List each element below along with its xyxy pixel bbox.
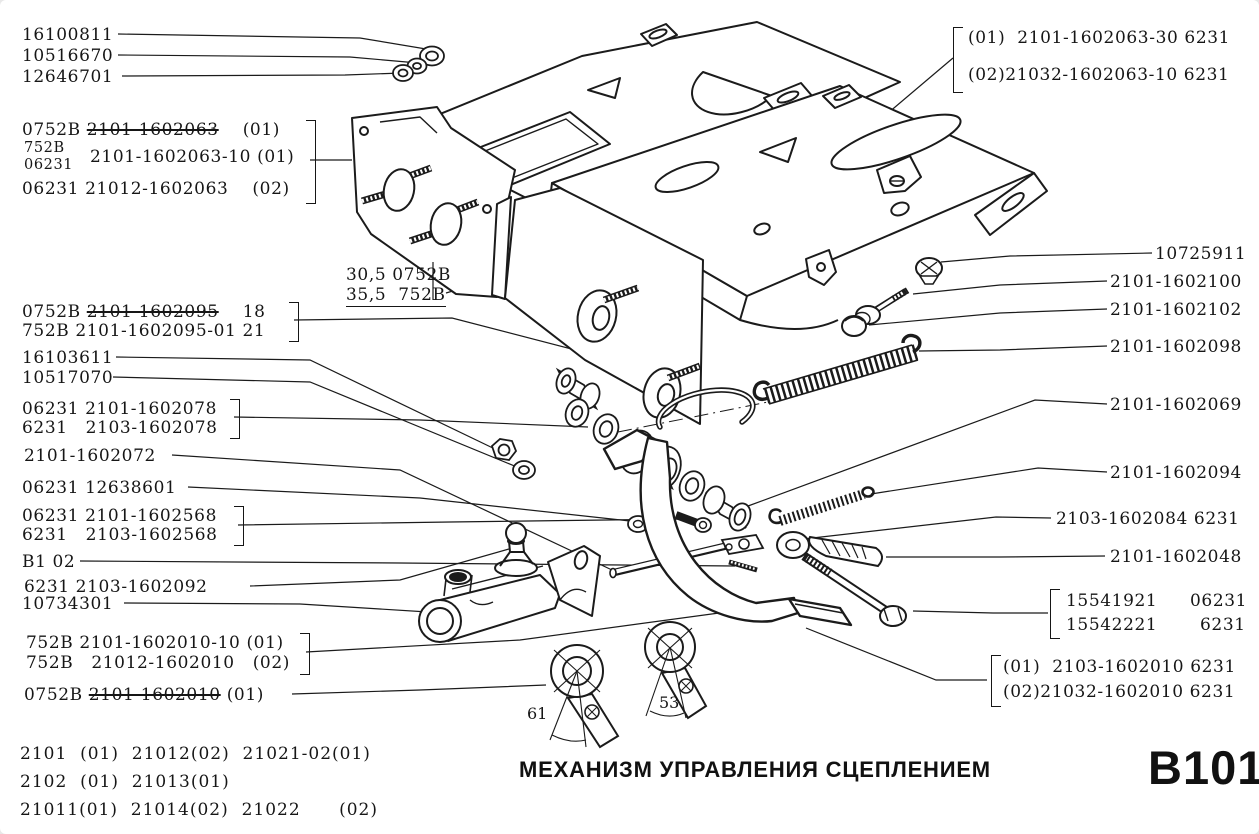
callout-bushing-078-row2: 6231 2103-1602078 <box>22 418 218 438</box>
callout-tr063-row1: (01) 2101-1602063-30 6231 <box>968 28 1231 48</box>
callout-stud-1602092: 6231 2103-1602092 <box>24 577 208 597</box>
group-bracket-568 <box>234 506 244 546</box>
callout-15541921-code: 06231 <box>1190 591 1248 611</box>
applicability-row-3: 21011(01) 21014(02) 21022 (02) <box>20 800 378 820</box>
pushrod-and-link-drawing <box>609 511 765 579</box>
callout-bracket-063-pre-a: 752B <box>24 140 65 156</box>
callout-15541921: 15541921 <box>1066 591 1158 611</box>
callout-tr010-row2: (02)21032-1602010 6231 <box>1003 682 1236 702</box>
eye-end-detail-drawings <box>549 621 708 749</box>
dimension-30-5: 30,5 0752B <box>346 265 452 285</box>
callout-spring-1602094: 2101-1602094 <box>1110 463 1242 483</box>
pedal-pad-and-axle-drawing <box>776 531 907 627</box>
callout-bushing-078-row1: 06231 2101-1602078 <box>22 399 218 419</box>
callout-rod-1602072: 2101-1602072 <box>24 446 156 466</box>
angle-label-53: 53 <box>659 693 680 712</box>
callout-sleeve-095-row1: 0752B 2101-1602095 18 <box>22 302 266 322</box>
callout-mark-b102: B1 02 <box>22 552 76 572</box>
callout-bracket-063-pre-b: 06231 <box>24 157 74 173</box>
callout-pedal-010-row1: 752B 2101-1602010-10 (01) <box>26 633 284 653</box>
group-bracket-010 <box>300 633 310 675</box>
group-bracket-078 <box>230 399 240 439</box>
callout-washer-1602084: 2103-1602084 6231 <box>1056 509 1240 529</box>
callout-cap-1602102: 2101-1602102 <box>1110 300 1242 320</box>
callout-tr063-row2: (02)21032-1602063-10 6231 <box>968 65 1230 85</box>
callout-pedal-010-row2: 752B 21012-1602010 (02) <box>26 653 290 673</box>
angle-label-61: 61 <box>527 704 548 723</box>
group-bracket-tr063 <box>953 27 963 93</box>
page-code: B101 <box>1148 741 1259 794</box>
callout-washer-12638601: 06231 12638601 <box>22 478 177 498</box>
bracket-side-plates-drawing <box>351 106 704 425</box>
dimension-35-5: 35,5 752B <box>346 285 446 307</box>
callout-spring-1602098: 2101-1602098 <box>1110 337 1242 357</box>
leader-lines <box>79 33 1153 695</box>
pivot-nut-washer-drawing <box>490 438 536 480</box>
callout-washer-10516670: 10516670 <box>22 46 114 66</box>
callout-washer-10517070: 10517070 <box>22 368 114 388</box>
snap-ring-drawing <box>617 387 769 433</box>
callout-bracket-063-row2: 2101-1602063-10 (01) <box>90 147 295 167</box>
callout-15542221-code: 6231 <box>1200 615 1246 635</box>
group-bracket-tr010 <box>991 655 1001 707</box>
callout-sleeve-1602069: 2101-1602069 <box>1110 395 1242 415</box>
callout-cylinder-10734301: 10734301 <box>22 594 114 614</box>
callout-washer-12646701: 12646701 <box>22 67 114 87</box>
callout-bolt-10725911: 10725911 <box>1155 244 1247 264</box>
callout-pad-1602048: 2101-1602048 <box>1110 547 1242 567</box>
group-bracket-095 <box>289 302 299 342</box>
callout-nut-16100811: 16100811 <box>22 25 114 45</box>
group-bracket-063 <box>306 120 316 204</box>
callout-bracket-063-row1: 0752B 2101-1602063 (01) <box>22 120 280 140</box>
callout-nut-16103611: 16103611 <box>22 348 114 368</box>
callout-pedal-010-old: 0752B 2101-1602010 (01) <box>24 685 264 705</box>
group-bracket-1554 <box>1050 589 1060 639</box>
top-left-fasteners-drawing <box>392 45 445 82</box>
return-springs-drawing <box>752 333 922 526</box>
callout-spacer-568-row1: 06231 2101-1602568 <box>22 506 218 526</box>
clutch-pedal-drawing <box>602 428 853 627</box>
right-fasteners-drawing <box>841 257 943 337</box>
callout-bracket-063-row3: 06231 21012-1602063 (02) <box>22 179 290 199</box>
callout-15542221: 15542221 <box>1066 615 1158 635</box>
drawing-title: МЕХАНИЗМ УПРАВЛЕНИЯ СЦЕПЛЕНИЕМ <box>519 757 991 782</box>
master-cylinder-drawing <box>418 522 601 643</box>
callout-spacer-568-row2: 6231 2103-1602568 <box>22 525 218 545</box>
callout-sleeve-095-row2: 752B 2101-1602095-01 21 <box>22 321 266 341</box>
pedal-bracket-front-drawing <box>548 84 1048 330</box>
callout-bolt-1602100: 2101-1602100 <box>1110 272 1242 292</box>
callout-tr010-row1: (01) 2103-1602010 6231 <box>1003 657 1236 677</box>
applicability-row-1: 2101 (01) 21012(02) 21021-02(01) <box>20 744 371 764</box>
applicability-row-2: 2102 (01) 21013(01) <box>20 772 230 792</box>
